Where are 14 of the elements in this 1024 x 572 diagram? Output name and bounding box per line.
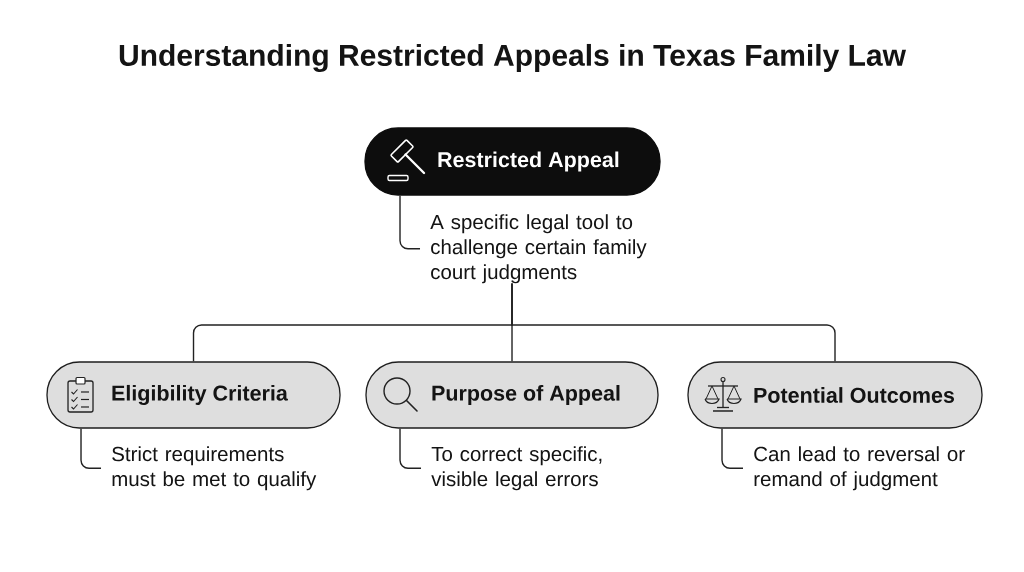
- title: Understanding Restricted Appeals in Texas Family Law: [119, 43, 906, 73]
- pill-box: Restricted Appeal: [364, 127, 661, 196]
- pill-box: Purpose of Appeal: [365, 361, 659, 429]
- connector-line: [511, 282, 836, 363]
- description-text: Strict requirements must be met to qualify: [112, 446, 317, 491]
- leader-line: [399, 194, 421, 250]
- description-text: Can lead to reversal or remand of judgment: [754, 446, 965, 491]
- pill-box: Potential Outcomes: [687, 361, 983, 429]
- pill-box: Eligibility Criteria: [46, 361, 341, 429]
- leader-line: [721, 427, 744, 469]
- leader-line: [80, 427, 102, 469]
- description-text: A specific legal tool to challenge certain family court judgments: [430, 214, 647, 284]
- description-text: To correct specific, visible legal errors: [431, 446, 602, 491]
- leader-line: [399, 427, 422, 469]
